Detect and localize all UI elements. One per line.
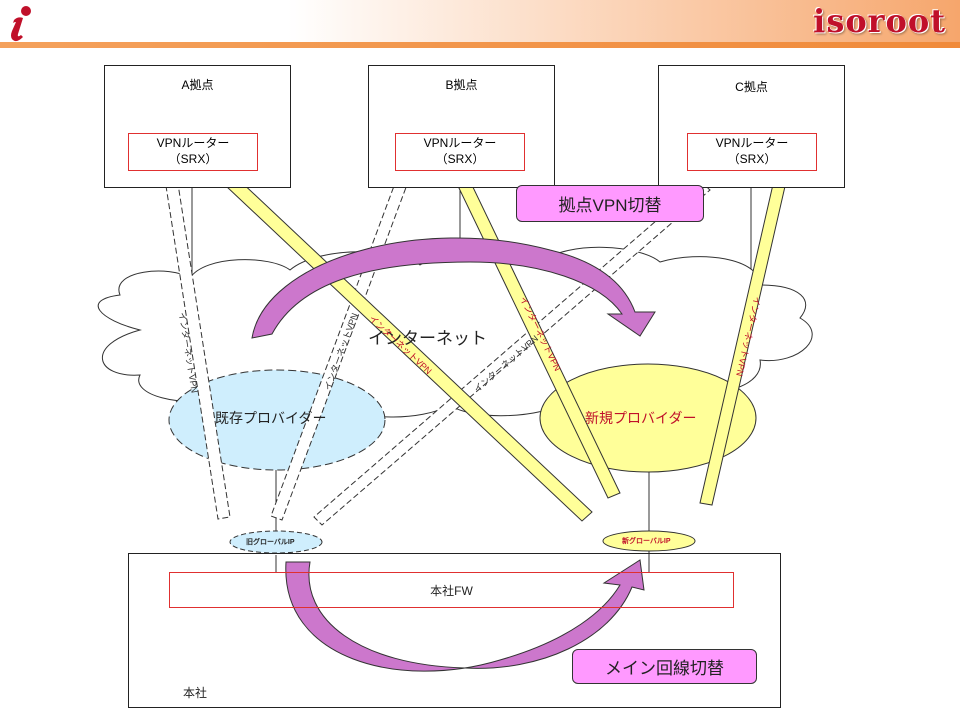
new-ip-ellipse <box>602 530 696 552</box>
main-line-switch-text: メイン回線切替 <box>605 659 724 678</box>
site-b-router: VPNルーター （SRX） <box>395 133 525 171</box>
logo-i-icon <box>11 6 31 42</box>
site-c-router: VPNルーター （SRX） <box>687 133 817 171</box>
hq-label: 本社 <box>183 686 208 700</box>
router-label: VPNルーター <box>715 136 789 150</box>
hq-firewall: 本社FW <box>169 572 734 608</box>
router-label: VPNルーター <box>156 136 230 150</box>
site-vpn-switch-text: 拠点VPN切替 <box>558 196 662 215</box>
site-a-router: VPNルーター （SRX） <box>128 133 258 171</box>
site-c-box: C拠点 VPNルーター （SRX） <box>658 65 845 188</box>
main-switch-arrow <box>285 559 645 672</box>
site-vpn-switch-callout: 拠点VPN切替 <box>516 185 704 222</box>
tunnel-c-old <box>313 181 711 526</box>
hq-firewall-label: 本社FW <box>430 583 473 598</box>
hq-box: 本社FW 本社 <box>128 553 781 708</box>
site-b-box: B拠点 VPNルーター （SRX） <box>368 65 555 188</box>
brand-logo: isoroot <box>813 2 946 40</box>
site-switch-arrow <box>251 237 656 339</box>
old-provider-label: 既存プロバイダー <box>215 410 327 426</box>
internet-label: インターネット <box>368 329 487 348</box>
old-provider-ellipse <box>168 369 386 471</box>
site-a-name: A拠点 <box>181 78 214 92</box>
site-c-name: C拠点 <box>735 80 768 94</box>
site-a-box: A拠点 VPNルーター （SRX） <box>104 65 291 188</box>
tunnel-a-old <box>165 183 231 520</box>
site-b-name: B拠点 <box>445 78 478 92</box>
router-model: （SRX） <box>435 152 485 166</box>
old-ip-label: 旧グローバルIP <box>246 539 295 546</box>
new-ip-label: 新グローバルIP <box>622 538 671 545</box>
main-line-switch-callout: メイン回線切替 <box>572 649 757 684</box>
new-provider-label: 新規プロバイダー <box>585 410 697 426</box>
router-model: （SRX） <box>168 152 218 166</box>
router-label: VPNルーター <box>423 136 497 150</box>
slide-header <box>0 0 960 46</box>
header-divider <box>0 42 960 48</box>
router-model: （SRX） <box>727 152 777 166</box>
